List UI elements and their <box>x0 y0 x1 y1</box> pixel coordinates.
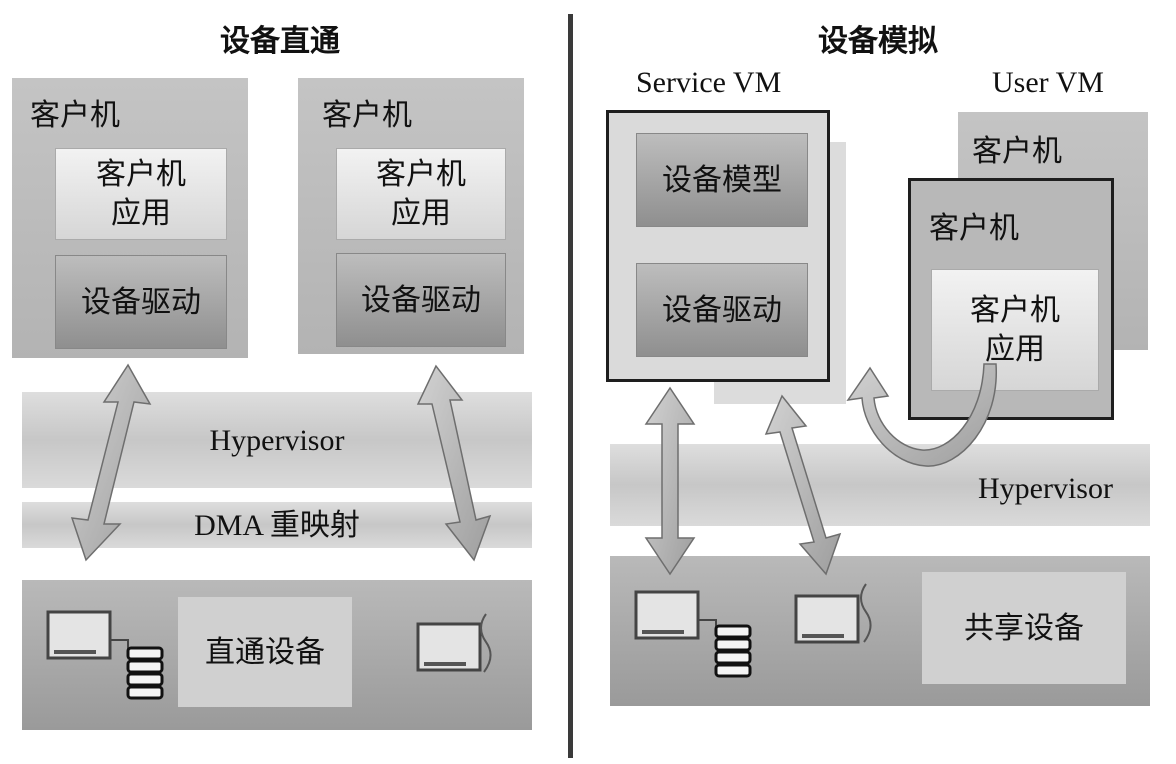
model-device-arrow <box>764 394 842 576</box>
hypervisor-label-right: Hypervisor <box>978 472 1113 505</box>
database-icon <box>126 646 164 700</box>
guest-b-app: 客户机 应用 <box>336 148 506 240</box>
user-guest-back-title: 客户机 <box>972 134 1062 169</box>
shared-device-label: 共享设备 <box>922 572 1126 684</box>
guest-b-title: 客户机 <box>322 98 412 133</box>
guest-a-driver: 设备驱动 <box>55 255 227 349</box>
hypervisor-band-right <box>610 444 1150 526</box>
center-divider <box>568 14 573 758</box>
service-vm-driver: 设备驱动 <box>636 263 808 357</box>
guest-machine-b: 客户机 客户机 应用 设备驱动 <box>298 78 524 354</box>
service-vm: 设备模型 设备驱动 <box>606 110 830 382</box>
hypervisor-label-left: Hypervisor <box>209 423 345 457</box>
device-monitor-icon <box>634 590 717 640</box>
user-guest-front-title: 客户机 <box>929 211 1019 246</box>
guest-a-app: 客户机 应用 <box>55 148 227 240</box>
guest-b-driver: 设备驱动 <box>336 253 506 347</box>
device-monitor-icon <box>46 610 129 660</box>
service-vm-label: Service VM <box>636 66 782 99</box>
passthrough-device-label: 直通设备 <box>178 597 352 707</box>
guest-machine-a: 客户机 客户机 应用 设备驱动 <box>12 78 248 358</box>
guest-a-title: 客户机 <box>30 98 120 133</box>
passthrough-arrow-left <box>70 363 152 562</box>
passthrough-title: 设备直通 <box>220 24 340 59</box>
user-vm-guest-front: 客户机 客户机 应用 <box>908 178 1114 420</box>
dma-remap-label: DMA 重映射 <box>194 508 360 542</box>
device-card-icon <box>416 613 492 673</box>
database-icon <box>714 624 752 678</box>
user-vm-label: User VM <box>992 66 1104 99</box>
passthrough-arrow-right <box>416 364 492 562</box>
driver-device-arrow <box>644 386 696 576</box>
emulation-title: 设备模拟 <box>818 24 938 59</box>
trap-curved-arrow <box>846 363 997 467</box>
device-model-box: 设备模型 <box>636 133 808 227</box>
user-guest-app: 客户机 应用 <box>931 269 1099 391</box>
device-card-icon <box>794 583 872 644</box>
